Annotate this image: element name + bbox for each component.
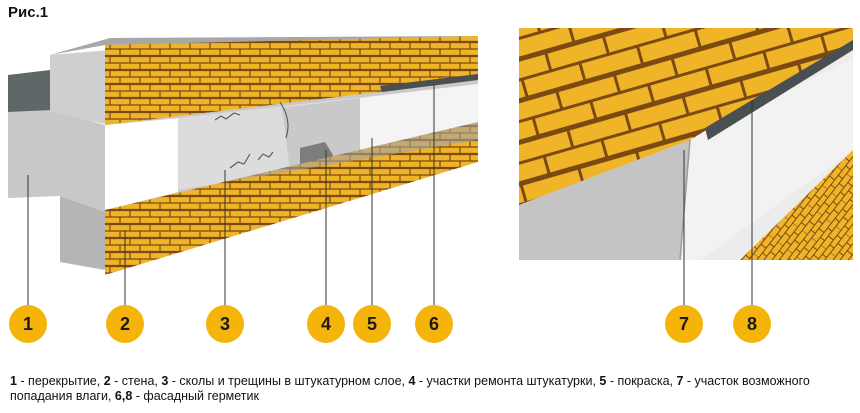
sealant-strip-6: [380, 74, 478, 92]
legend-text-4: - участки ремонта штукатурки,: [415, 374, 600, 388]
marker-group: 1 2 3 4 5 6 7 8: [9, 305, 771, 343]
marker-8: 8: [733, 305, 771, 343]
marker-5-label: 5: [367, 314, 377, 334]
right-side-brick: [740, 150, 853, 260]
legend-text-1: - перекрытие,: [16, 374, 104, 388]
right-illustration: [519, 28, 853, 261]
legend-text-2: - стена,: [110, 374, 162, 388]
marker-2-label: 2: [120, 314, 130, 334]
legend-text-3: - сколы и трещины в штукатурном слое,: [168, 374, 409, 388]
marker-5: 5: [353, 305, 391, 343]
marker-1-label: 1: [23, 314, 33, 334]
legend-num-3: 3: [161, 374, 169, 388]
wall-column: [50, 50, 110, 125]
marker-4: 4: [307, 305, 345, 343]
legend-num-7: 7: [676, 374, 684, 388]
right-upper-brick: [519, 28, 853, 205]
marker-7-label: 7: [679, 314, 689, 334]
marker-3-label: 3: [220, 314, 230, 334]
marker-4-label: 4: [321, 314, 331, 334]
lower-brick-band: [105, 122, 478, 275]
lower-brick-shadow: [105, 122, 478, 210]
legend-text-7: - участок возможного попадания влаги,: [10, 374, 810, 403]
legend-text-68: - фасадный герметик: [132, 389, 259, 403]
marker-6-label: 6: [429, 314, 439, 334]
sealant-strip-8: [705, 40, 853, 140]
legend-num-68: 6,8: [114, 389, 133, 403]
floor-slab-lower: [60, 196, 105, 270]
right-paint: [680, 58, 853, 260]
marker-7: 7: [665, 305, 703, 343]
marker-1: 1: [9, 305, 47, 343]
legend-num-4: 4: [408, 374, 416, 388]
wall-top: [50, 36, 478, 55]
right-plaster: [519, 140, 690, 260]
legend-caption: 1 - перекрытие, 2 - стена, 3 - сколы и т…: [10, 374, 850, 404]
marker-2: 2: [106, 305, 144, 343]
marker-8-label: 8: [747, 314, 757, 334]
figure-title: Рис.1: [8, 4, 49, 21]
crack-lines: [214, 101, 289, 169]
floor-slab-top: [8, 70, 50, 112]
marker-6: 6: [415, 305, 453, 343]
moisture-gap-line: [679, 139, 691, 261]
leader-lines: [27, 84, 753, 305]
marker-3: 3: [206, 305, 244, 343]
floor-slab-front: [8, 110, 105, 212]
legend-num-1: 1: [10, 374, 17, 388]
upper-brick-band: [105, 36, 478, 125]
legend-num-5: 5: [599, 374, 607, 388]
left-illustration: [8, 36, 478, 275]
legend-text-5: - покраска,: [606, 374, 677, 388]
legend-num-2: 2: [103, 374, 111, 388]
